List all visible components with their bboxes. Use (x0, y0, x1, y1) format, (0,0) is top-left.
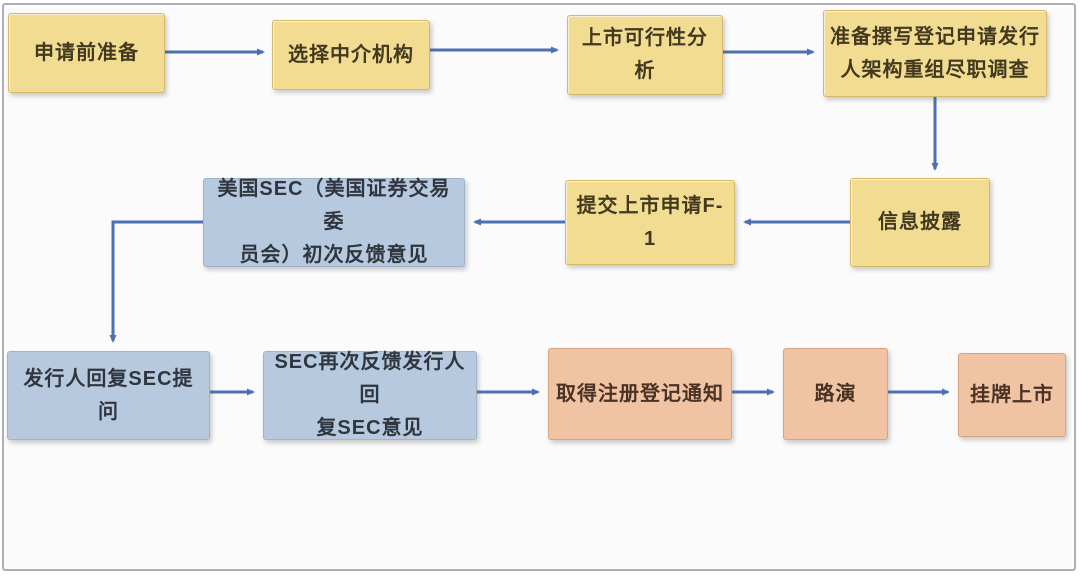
node-information-disclosure: 信息披露 (850, 178, 990, 267)
node-pre-application: 申请前准备 (8, 13, 165, 93)
node-feasibility-analysis: 上市可行性分析 (567, 15, 723, 95)
node-select-intermediary: 选择中介机构 (272, 20, 430, 90)
node-sec-first-feedback: 美国SEC（美国证券交易委 员会）初次反馈意见 (203, 178, 465, 267)
node-drafting-restructuring-dd: 准备撰写登记申请发行 人架构重组尽职调查 (823, 10, 1047, 97)
node-listing: 挂牌上市 (958, 353, 1066, 437)
node-issuer-reply-sec: 发行人回复SEC提问 (7, 351, 210, 440)
node-roadshow: 路演 (783, 348, 888, 440)
node-submit-f1: 提交上市申请F-1 (565, 180, 735, 265)
node-sec-second-feedback: SEC再次反馈发行人回 复SEC意见 (263, 351, 477, 440)
node-registration-notice: 取得注册登记通知 (548, 348, 732, 440)
